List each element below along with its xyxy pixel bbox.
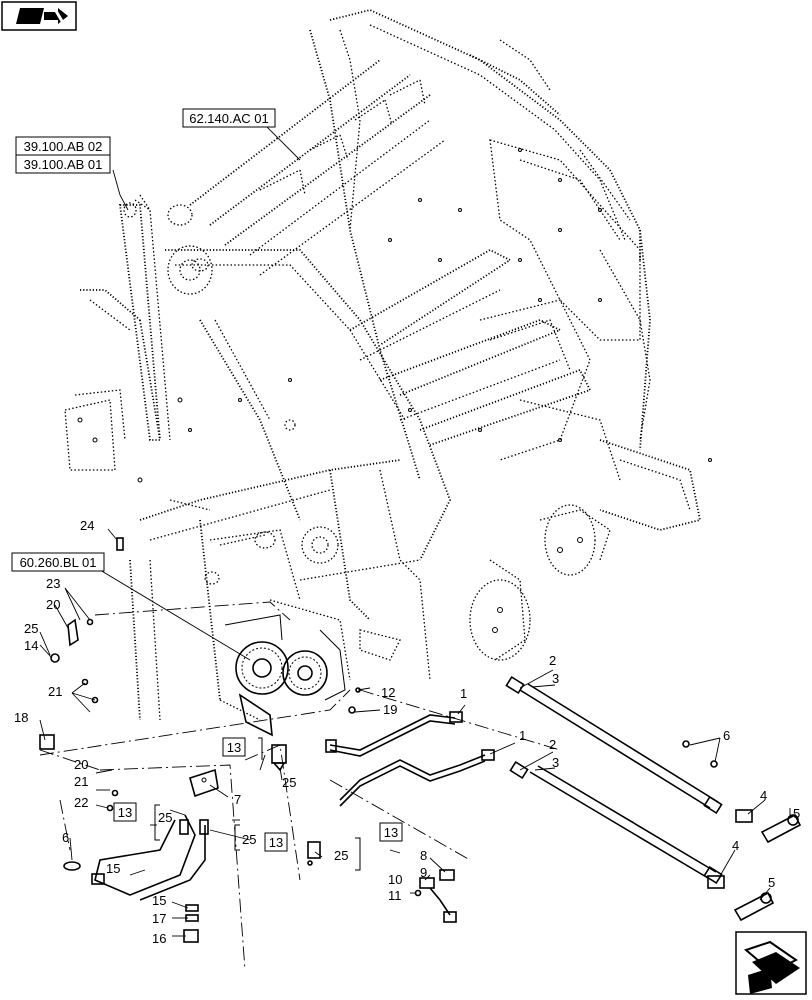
callout-1a: 1 — [460, 686, 467, 701]
svg-text:39.100.AB 01: 39.100.AB 01 — [24, 157, 103, 172]
ref-box-39-100-ab-01[interactable]: 39.100.AB 01 — [15, 154, 111, 174]
callout-22: 22 — [74, 795, 88, 810]
bracket-marks — [154, 737, 361, 871]
callout-9: 9 — [420, 865, 427, 880]
hydraulic-hose-upper — [505, 675, 723, 815]
callout-7: 7 — [234, 792, 241, 807]
callout-2b: 2 — [549, 737, 556, 752]
fittings-4 — [707, 809, 753, 889]
callout-16: 16 — [152, 931, 166, 946]
baler-frame-drawing — [64, 9, 712, 721]
leader-lines — [39, 121, 791, 937]
book-arrow-icon[interactable] — [1, 1, 77, 31]
callout-19: 19 — [383, 702, 397, 717]
hydraulic-hose-lower — [509, 760, 723, 885]
callout-6a: 6 — [62, 830, 69, 845]
callout-6b: 6 — [723, 728, 730, 743]
callout-2a: 2 — [549, 653, 556, 668]
callout-numbers: 24 23 20 25 14 21 18 20 21 22 25 7 25 6 … — [14, 518, 800, 946]
callout-12: 12 — [381, 685, 395, 700]
callout-15b: 15 — [152, 893, 166, 908]
next-page-arrow-icon[interactable] — [735, 931, 807, 995]
callout-5b: 5 — [768, 875, 775, 890]
callout-18: 18 — [14, 710, 28, 725]
sensor-harness-small — [39, 618, 209, 943]
svg-text:62.140.AC 01: 62.140.AC 01 — [189, 111, 269, 126]
valve-block-7 — [189, 768, 219, 798]
svg-text:13: 13 — [227, 740, 241, 755]
svg-text:39.100.AB 02: 39.100.AB 02 — [24, 139, 103, 154]
group-outlines — [39, 601, 561, 971]
svg-text:60.260.BL 01: 60.260.BL 01 — [20, 555, 97, 570]
callout-25e: 25 — [334, 848, 348, 863]
ref-box-39-100-ab-02[interactable]: 39.100.AB 02 — [15, 136, 111, 156]
callout-3b: 3 — [552, 755, 559, 770]
drive-sprocket-assembly — [224, 614, 346, 737]
callout-13-box-b[interactable]: 13 — [113, 802, 137, 822]
tubes-1 — [325, 711, 495, 807]
callout-13-box-a[interactable]: 13 — [222, 737, 246, 757]
callout-25c: 25 — [242, 832, 256, 847]
ref-box-60-260-bl-01[interactable]: 60.260.BL 01 — [11, 552, 105, 572]
ref-box-62-140-ac-01[interactable]: 62.140.AC 01 — [182, 108, 276, 128]
callout-4a: 4 — [760, 788, 767, 803]
callout-25b: 25 — [158, 810, 172, 825]
callout-21b: 21 — [74, 774, 88, 789]
callout-1b: 1 — [519, 728, 526, 743]
callout-24: 24 — [80, 518, 94, 533]
svg-text:13: 13 — [269, 835, 283, 850]
callout-8: 8 — [420, 848, 427, 863]
callout-23: 23 — [46, 576, 60, 591]
callout-13-box-c[interactable]: 13 — [264, 832, 288, 852]
sensor-13 — [271, 744, 321, 859]
callout-17: 17 — [152, 911, 166, 926]
caps-5 — [733, 813, 802, 922]
callout-20b: 20 — [74, 757, 88, 772]
svg-text:13: 13 — [384, 825, 398, 840]
callout-25d: 25 — [282, 775, 296, 790]
callout-25a: 25 — [24, 621, 38, 636]
callout-15a: 15 — [106, 861, 120, 876]
callout-21a: 21 — [48, 684, 62, 699]
callout-13-box-d[interactable]: 13 — [379, 822, 403, 842]
callout-14: 14 — [24, 638, 38, 653]
callout-10: 10 — [388, 872, 402, 887]
callout-11: 11 — [388, 888, 402, 903]
svg-text:13: 13 — [118, 805, 132, 820]
callout-20a: 20 — [46, 597, 60, 612]
callout-5a: 5 — [793, 806, 800, 821]
callout-3a: 3 — [552, 671, 559, 686]
callout-4b: 4 — [732, 838, 739, 853]
